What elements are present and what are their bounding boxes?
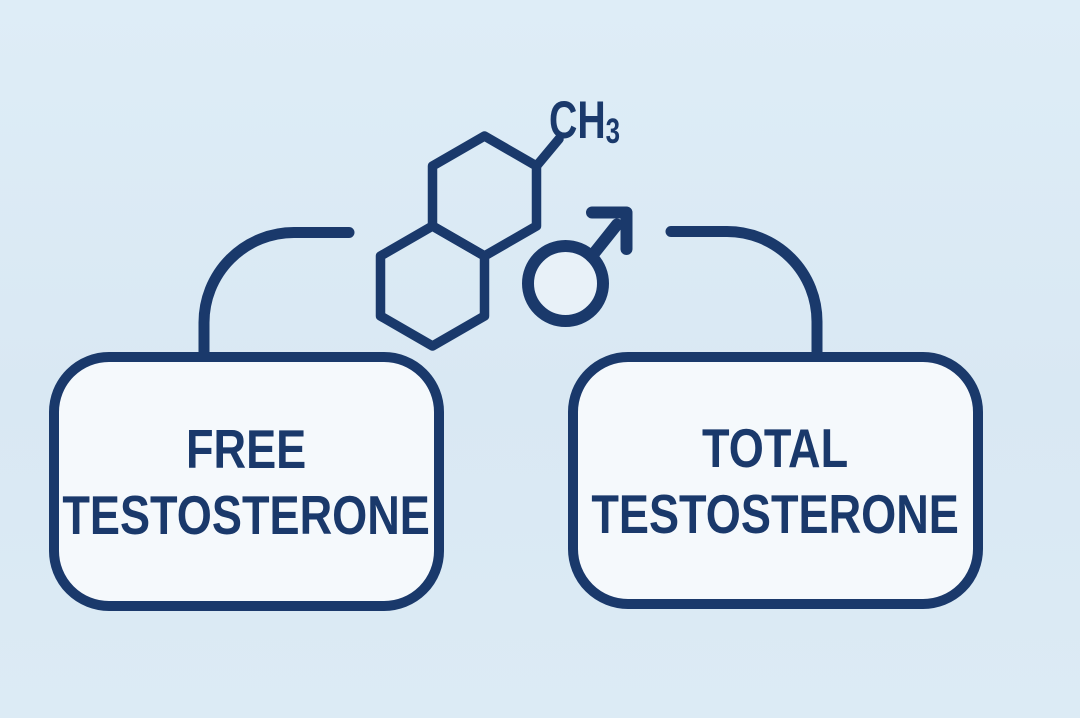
connector-right	[665, 226, 823, 360]
methyl-group-label: CH3	[549, 91, 620, 150]
connector-left	[198, 227, 355, 360]
node-free-testosterone: FREE TESTOSTERONE	[49, 352, 444, 611]
male-symbol-arrowhead	[586, 206, 633, 255]
methyl-bond	[531, 134, 564, 171]
node-free-label-line2: TESTOSTERONE	[62, 483, 431, 546]
methyl-text: CH	[549, 91, 606, 150]
methyl-subscript: 3	[605, 112, 621, 151]
node-total-label-line2: TESTOSTERONE	[591, 482, 960, 545]
node-total-label-line1: TOTAL	[702, 416, 849, 479]
hexagon-ring-lower	[375, 221, 490, 351]
node-free-label-line1: FREE	[186, 417, 307, 480]
node-free-label: FREE TESTOSTERONE	[63, 416, 431, 548]
male-symbol-icon	[522, 206, 633, 327]
node-total-label: TOTAL TESTOSTERONE	[592, 415, 960, 547]
node-total-testosterone: TOTAL TESTOSTERONE	[568, 352, 983, 609]
male-symbol-circle	[522, 240, 609, 327]
steroid-fused-hexagon-rings-icon	[375, 131, 564, 351]
male-symbol-arrow-shaft	[585, 218, 623, 263]
